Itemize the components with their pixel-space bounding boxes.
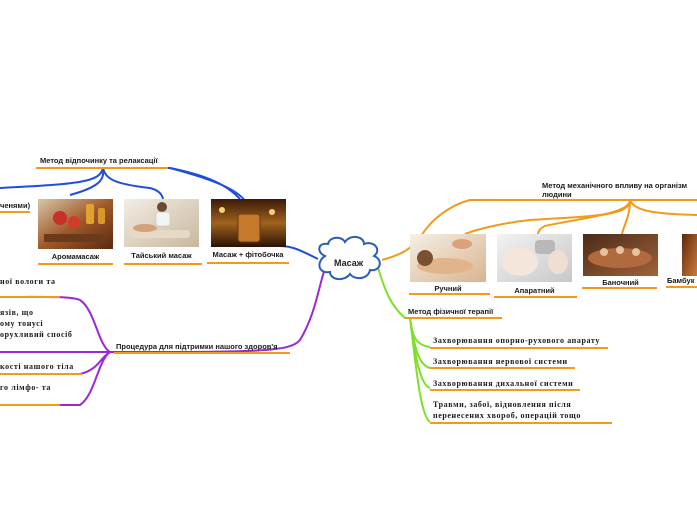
health-cut-line-1[interactable]: ної вологи та [0,277,56,286]
health-cut-line-6[interactable]: го лімфо- та [0,383,52,392]
relax-cut-label[interactable]: ченями) [0,201,31,210]
underlines [0,167,697,424]
bamboo-caption[interactable]: Бамбук [667,276,695,285]
aroma-massage-image [38,199,113,249]
mechanical-branch-title-line1[interactable]: Метод механічного впливу на організм [542,181,688,190]
relax-branch-title[interactable]: Метод відпочинку та релаксації [40,156,158,165]
fitobarrel-image [211,199,286,247]
physio-item-trauma-line2[interactable]: перенесених хвороб, операцій тощо [433,411,581,420]
health-branch-title[interactable]: Процедура для підтримки нашого здоров'я [116,342,278,351]
hardware-massage-image [497,234,572,282]
physio-branch-title[interactable]: Метод фізичної терапії [408,307,494,316]
health-cut-line-3[interactable]: ому тонусі [0,319,44,328]
physio-item-musculoskeletal[interactable]: Захворювання опорно-рухового апарату [433,336,600,345]
central-cloud[interactable] [318,236,381,280]
physio-connectors [377,267,500,423]
manual-massage-image [410,234,486,282]
hardware-caption[interactable]: Апаратний [514,286,555,295]
health-cut-line-2[interactable]: язів, що [0,308,34,317]
health-cut-line-4[interactable]: орухливий спосіб [0,330,73,339]
aroma-massage-caption[interactable]: Аромамасаж [51,252,100,261]
physio-item-trauma-line1[interactable]: Травми, забої, відновлення після [433,400,572,409]
center-label[interactable]: Масаж [334,258,364,268]
manual-caption[interactable]: Ручний [434,284,462,293]
fitobarrel-caption[interactable]: Масаж + фітобочка [212,250,284,259]
mechanical-branch-title-line2[interactable]: людини [542,190,572,199]
thai-massage-caption[interactable]: Тайський масаж [131,251,192,260]
cupping-massage-image [583,234,658,276]
bamboo-massage-image [682,234,697,276]
physio-item-respiratory[interactable]: Захворювання дихальної системи [433,379,574,388]
thai-massage-image [124,199,199,247]
health-cut-line-5[interactable]: кості нашого тіла [0,362,74,371]
physio-item-nervous[interactable]: Захворювання нервової системи [433,357,568,366]
cupping-caption[interactable]: Баночний [602,278,639,287]
